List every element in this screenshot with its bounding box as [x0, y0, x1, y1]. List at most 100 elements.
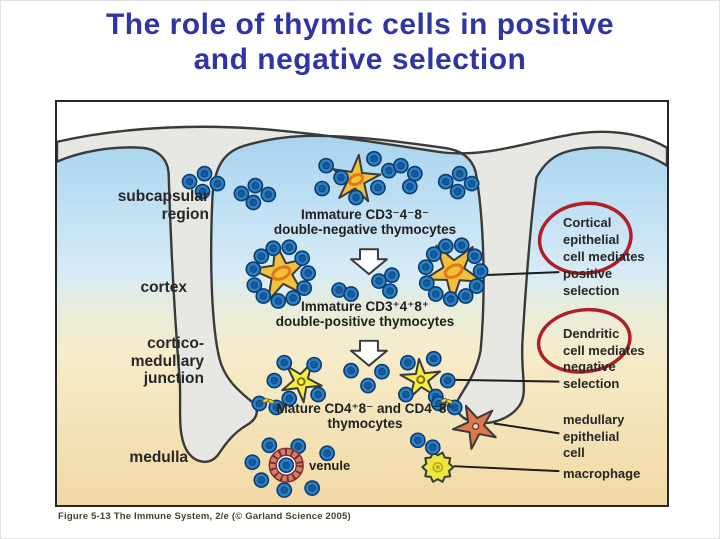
thymocyte: [318, 157, 334, 174]
thymocyte: [381, 162, 397, 179]
thymocyte: [333, 169, 349, 186]
region-label-cortico-medullary-junction: cortico- medullary junction: [130, 335, 204, 387]
thymocyte: [392, 157, 409, 174]
thymocyte: [437, 173, 454, 190]
figure-caption: Figure 5-13 The Immune System, 2/e (© Ga…: [58, 511, 351, 522]
thymocyte: [268, 399, 285, 416]
thymocyte: [276, 482, 293, 498]
capsule-and-trabeculae: [57, 125, 667, 463]
thymocyte: [425, 246, 442, 263]
thymocyte: [360, 377, 376, 394]
thymocyte: [281, 390, 298, 407]
thymocyte: [457, 288, 474, 304]
thymocyte: [331, 282, 347, 298]
thymocyte: [409, 432, 426, 449]
thymocyte: [451, 165, 468, 182]
thymocyte: [247, 177, 264, 194]
thymocyte: [406, 165, 423, 182]
cell-nucleus: [471, 422, 480, 431]
receptor-mark: [267, 399, 275, 404]
cell-nucleus: [416, 375, 426, 385]
thymocyte: [260, 186, 277, 203]
thymocyte: [399, 354, 416, 371]
thymocyte: [304, 480, 321, 496]
thymocyte: [233, 185, 250, 202]
thymus-diagram: [57, 102, 667, 505]
label-double-positive-thymocytes: Immature CD3⁺4⁺8⁺ double-positive thymoc…: [275, 299, 455, 329]
cell-nucleus: [347, 173, 365, 187]
thymocyte: [181, 173, 198, 190]
thymocyte: [306, 356, 323, 373]
thymocyte: [463, 175, 480, 192]
thymocyte: [285, 290, 302, 306]
outer-space: [57, 102, 667, 154]
annotation-macrophage: macrophage: [563, 466, 641, 481]
thymocyte: [371, 273, 387, 289]
thymocyte: [453, 237, 470, 254]
thymocyte: [418, 275, 435, 291]
thymocyte: [300, 265, 317, 282]
region-label-medulla: medulla: [129, 449, 188, 466]
thymocyte: [314, 180, 331, 197]
thymocyte: [253, 248, 270, 265]
label-venule: venule: [309, 458, 351, 473]
thymocyte: [343, 362, 359, 379]
thymocyte: [442, 291, 459, 307]
label-double-negative-thymocytes: Immature CD3⁻4⁻8⁻ double-negative thymoc…: [273, 207, 457, 237]
annotation-line: [453, 465, 560, 473]
down-arrow: [350, 339, 388, 367]
highlight-ellipse-cortical: [537, 201, 633, 276]
thymocyte: [472, 263, 489, 280]
thymocyte: [244, 454, 261, 471]
thymocyte: [281, 239, 298, 256]
annotation-line: [493, 422, 560, 435]
venule-icon: [268, 447, 304, 483]
thymocyte: [265, 240, 282, 257]
thymocyte: [384, 267, 400, 284]
thymocyte: [437, 238, 454, 255]
thymocyte: [294, 250, 311, 267]
cell-nucleus: [432, 461, 443, 473]
thymocyte: [449, 183, 466, 200]
highlight-ellipse-dendritic: [536, 307, 632, 374]
slide-title: The role of thymic cells in positive and…: [105, 8, 615, 77]
label-mature-thymocytes: Mature CD4⁺8⁻ and CD4⁻8⁺ thymocytes: [276, 401, 454, 431]
cell-nucleus: [271, 265, 292, 281]
thymocyte: [296, 280, 313, 296]
thymocyte: [417, 259, 434, 276]
thymocyte: [278, 457, 295, 474]
thymocyte: [366, 150, 382, 167]
annotation-medullary-epithelial: medullary epithelial cell: [563, 412, 625, 460]
cell-nucleus: [443, 263, 464, 279]
thymocyte: [427, 286, 444, 302]
thymocyte: [246, 277, 263, 293]
annotation-cortical-epithelial: Cortical epithelial cell mediates positi…: [563, 215, 645, 298]
thymocyte: [466, 248, 483, 265]
thymocyte: [266, 372, 283, 389]
cell-nucleus: [296, 377, 306, 387]
thymocyte: [382, 283, 398, 299]
thymocyte: [439, 372, 456, 389]
thymocyte: [370, 179, 386, 196]
thymocyte: [468, 278, 485, 294]
annotation-line: [440, 378, 560, 383]
thymocyte: [401, 178, 418, 195]
receptor-mark: [446, 399, 453, 404]
thymocyte: [425, 350, 442, 367]
thymocyte: [397, 386, 414, 403]
thymocyte: [319, 445, 335, 462]
region-label-cortex: cortex: [140, 279, 187, 296]
thymocyte: [245, 261, 262, 278]
thymocyte: [196, 165, 213, 182]
cell-nucleus: [435, 465, 440, 470]
region-label-subcapsular: subcapsular region: [117, 188, 209, 223]
down-arrow: [350, 248, 388, 276]
thymocyte: [245, 194, 262, 211]
venule-icon: [269, 448, 304, 483]
thymocyte: [348, 189, 364, 206]
thymocyte: [270, 293, 287, 309]
thymocyte: [310, 386, 327, 403]
thymocyte: [194, 183, 211, 200]
thymocyte: [343, 286, 359, 302]
